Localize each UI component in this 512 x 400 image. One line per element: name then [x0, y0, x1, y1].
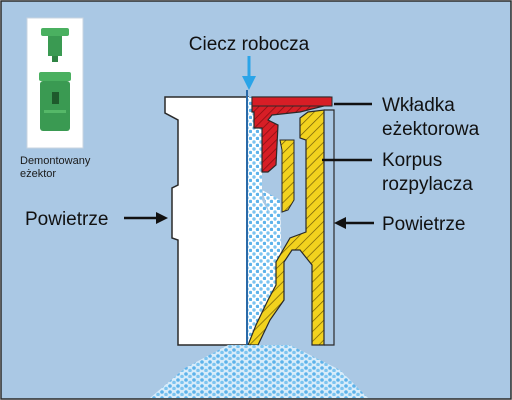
leader-lines: [322, 102, 372, 162]
label-body-line2: rozpylacza: [382, 174, 473, 195]
label-inset-line1: Demontowany: [20, 155, 91, 167]
label-air-left: Powietrze: [25, 209, 108, 230]
liquid-arrow-icon: [242, 56, 256, 90]
label-body-line1: Korpus: [382, 150, 442, 171]
label-air-right: Powietrze: [382, 214, 465, 235]
air-right-arrow-icon: [334, 217, 374, 229]
label-insert-line2: eżektorowa: [382, 119, 480, 140]
liquid-channel: [246, 97, 270, 345]
air-left-arrow-icon: [124, 212, 168, 224]
label-inset-line2: eżektor: [20, 168, 56, 180]
nozzle-body-right-edge: [324, 109, 335, 346]
nozzle-body: [164, 96, 249, 346]
housing-inner-wall: [279, 139, 295, 213]
label-liquid: Ciecz robocza: [189, 34, 310, 55]
insert-top-band: [251, 96, 333, 107]
ejector-insert: [251, 96, 333, 173]
spray-cone: [150, 345, 368, 398]
label-insert-line1: Wkładka: [382, 95, 455, 116]
disassembled-injector-icon: [26, 17, 84, 149]
